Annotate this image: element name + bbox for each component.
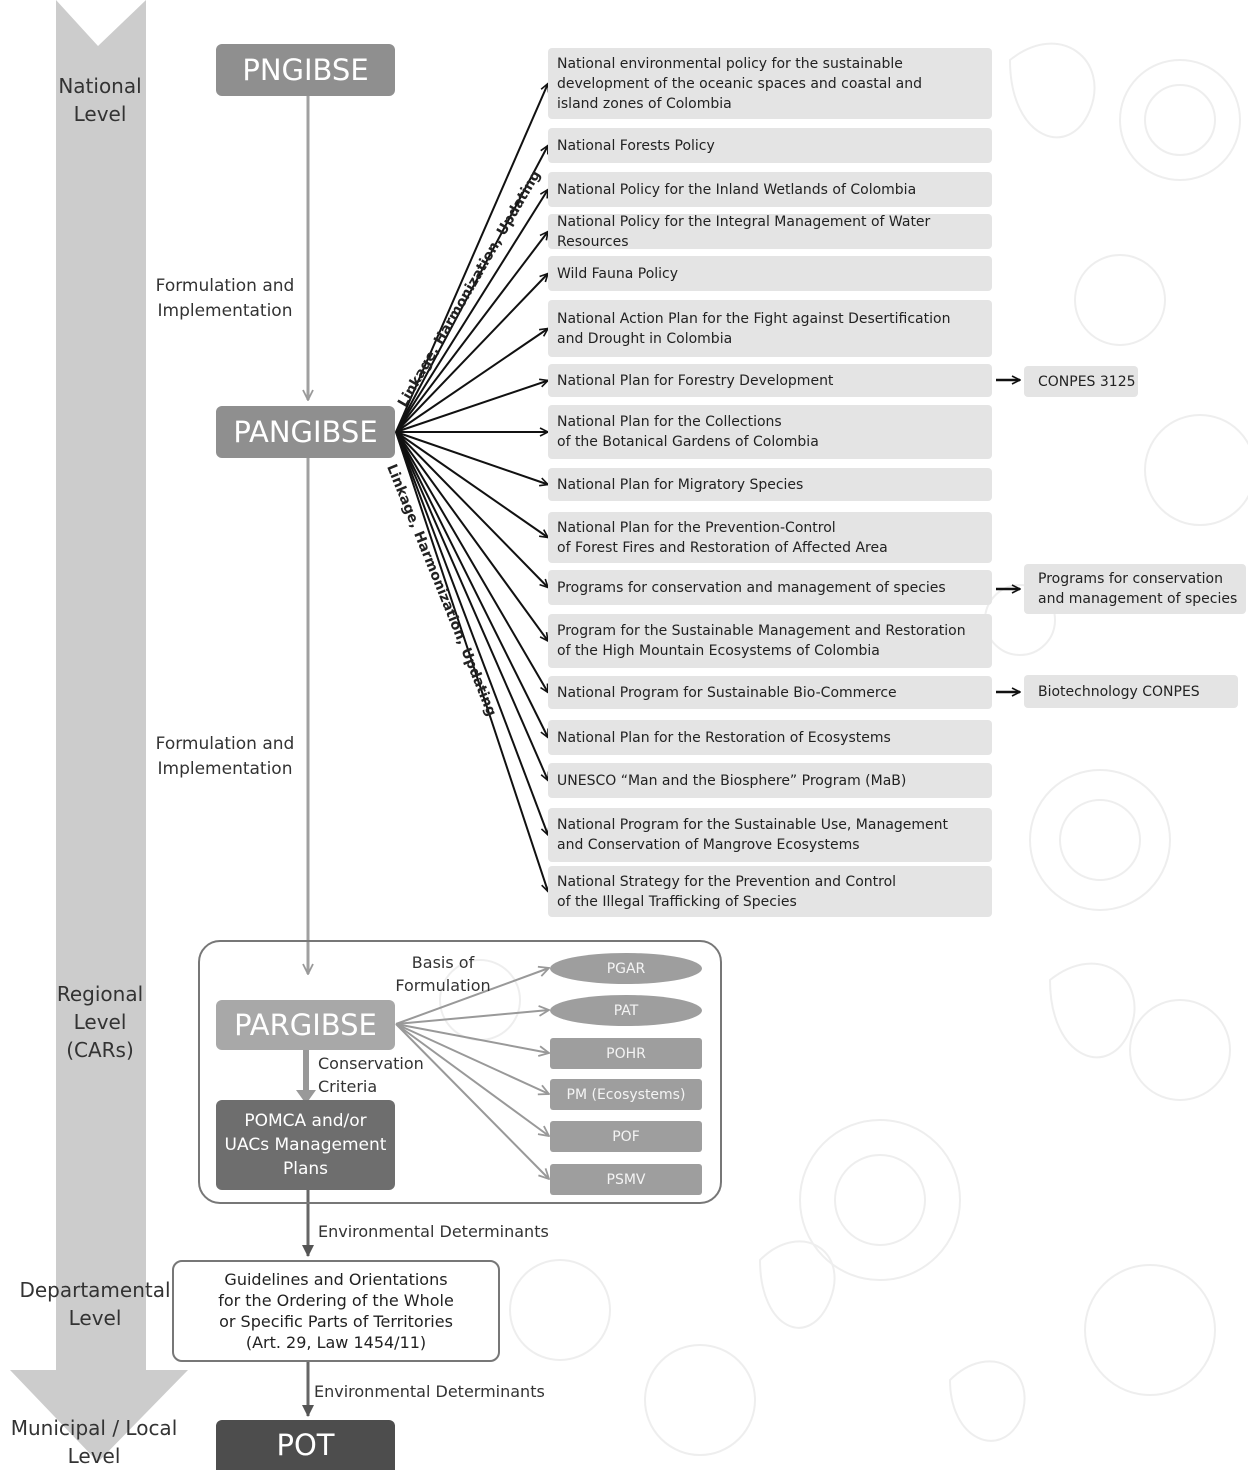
regional-plan-box: POF [550,1121,702,1152]
policy-item: Wild Fauna Policy [548,256,992,291]
label-formulation-1: Formulation and Implementation [155,276,295,321]
node-pangibse: PANGIBSE [216,406,395,458]
arrow-pangibse-policy [395,84,548,433]
policy-item: UNESCO “Man and the Biosphere” Program (… [548,763,992,798]
level-label-regional: Regional Level (CARs) [56,982,144,1062]
arrow-pargibse-plan [395,1023,549,1179]
policy-item: National Policy for the Integral Managem… [548,214,992,250]
policy-item: National Plan for the Restoration of Eco… [548,720,992,755]
policy-item: National Program for the Sustainable Use… [548,808,992,862]
arrow-pangibse-policy [395,431,548,485]
arrow-pangibse-policy [395,431,548,892]
output-conpes-3125: CONPES 3125 [1024,366,1138,397]
arrow-pangibse-policy [395,190,548,433]
node-pot: POT [216,1420,395,1470]
node-pomca: POMCA and/or UACs Management Plans [216,1100,395,1190]
policy-item: National Plan for the Prevention-Control… [548,512,992,563]
policy-item: National Policy for the Inland Wetlands … [548,172,992,207]
arrow-pargibse-plan [395,1023,549,1053]
arrow-pargibse-plan [395,1023,549,1094]
level-label-national: National Level [58,74,142,126]
policy-item: Program for the Sustainable Management a… [548,614,992,668]
regional-plan-box: PM (Ecosystems) [550,1079,702,1110]
policy-item: National Action Plan for the Fight again… [548,300,992,357]
arrow-pangibse-policy [395,381,548,433]
level-label-departmental: Departamental Level [19,1278,171,1330]
policy-item: National Strategy for the Prevention and… [548,866,992,917]
policy-item: National Plan for Migratory Species [548,468,992,501]
label-formulation-2: Formulation and Implementation [155,734,295,779]
regional-plan-box: PAT [550,995,702,1026]
arrow-pangibse-policy [395,431,548,641]
arrow-pangibse-policy [395,431,548,588]
node-pngibse: PNGIBSE [216,44,395,96]
regional-plan-box: PSMV [550,1164,702,1195]
node-pargibse: PARGIBSE [216,1000,395,1050]
arrow-pangibse-policy [395,431,548,781]
arrow-pargibse-plan [395,968,549,1025]
regional-group-frame [198,940,722,1204]
policy-item: National Plan for the Collections of the… [548,405,992,459]
label-conservation-criteria: Conservation Criteria [318,1054,424,1096]
policy-item: National environmental policy for the su… [548,48,992,119]
level-arrow [10,0,188,1462]
regional-plan-box: PGAR [550,953,702,984]
arrow-pangibse-policy [395,329,548,433]
output-biotechnology-conpes: Biotechnology CONPES [1024,675,1238,708]
label-environmental-determinants-1: Environmental Determinants [318,1222,549,1241]
arrow-pangibse-policy [395,431,548,538]
arrow-pangibse-policy [395,431,548,835]
arrow-pangibse-policy [395,146,549,433]
label-basis-of-formulation: Basis of Formulation [395,953,491,995]
policy-item: Programs for conservation and management… [548,570,992,605]
output-programs-species: Programs for conservation and management… [1024,564,1246,614]
node-guidelines: Guidelines and Orientations for the Orde… [172,1260,500,1362]
policy-item: National Forests Policy [548,128,992,163]
arrow-pargibse-plan [395,1010,549,1025]
arrow-pangibse-policy [395,431,548,693]
arrow-pangibse-policy [395,274,548,433]
arrow-pangibse-policy [395,431,549,738]
arrow-pangibse-policy [395,232,548,433]
arrow-pargibse-plan [395,1023,549,1136]
level-label-municipal: Municipal / Local Level [10,1416,178,1468]
policy-item: National Plan for Forestry Development [548,364,992,397]
policy-item: National Program for Sustainable Bio-Com… [548,676,992,709]
regional-plan-box: POHR [550,1038,702,1069]
label-environmental-determinants-2: Environmental Determinants [314,1382,545,1401]
